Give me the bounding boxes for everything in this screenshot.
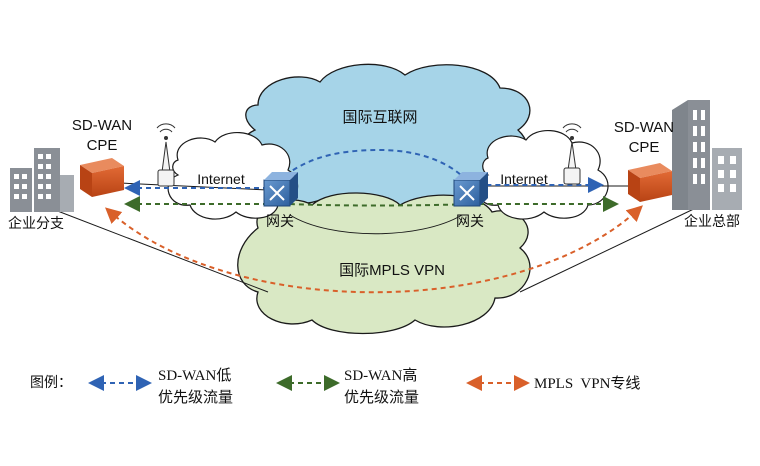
right-gateway-router-icon [453, 172, 488, 207]
left-gateway-router-icon [263, 172, 298, 207]
right-gateway-label: 网关 [456, 213, 484, 229]
mpls-global-label: 国际MPLS VPN [339, 262, 445, 279]
high-priority-path [124, 196, 619, 212]
branch-to-mpls-link [54, 209, 269, 293]
branch-cpe-label-line2: CPE [87, 137, 118, 154]
branch-building-icon [10, 148, 74, 212]
legend: 图例： SD-WAN低 优先级流量 SD-WAN高 优先级流量 MPLS VPN… [30, 367, 640, 406]
hq-building-icon [672, 100, 742, 210]
hq-antenna-icon [562, 123, 582, 185]
legend-high-priority-line1: SD-WAN高 [344, 367, 417, 384]
hq-to-mpls-link [519, 205, 701, 293]
internet-global-label: 国际互联网 [342, 109, 417, 126]
hq-cpe-router-icon [628, 163, 672, 202]
low-priority-path [124, 148, 604, 196]
legend-title: 图例： [30, 374, 72, 390]
hq-cpe-label-line1: SD-WAN [614, 119, 674, 136]
branch-cpe-label-line1: SD-WAN [72, 117, 132, 134]
branch-cpe-router-icon [80, 158, 124, 197]
legend-low-priority-line2: 优先级流量 [158, 389, 233, 406]
branch-name-label: 企业分支 [8, 215, 64, 231]
branch-antenna-icon [156, 123, 176, 187]
internet-left-label: Internet [197, 171, 245, 187]
hq-name-label: 企业总部 [684, 213, 740, 229]
mpls-vpn-path [105, 205, 643, 294]
legend-high-priority-line2: 优先级流量 [344, 389, 419, 406]
legend-mpls-line1: MPLS VPN专线 [534, 375, 640, 392]
legend-low-priority-line1: SD-WAN低 [158, 367, 231, 384]
internet-right-label: Internet [500, 171, 548, 187]
left-gateway-label: 网关 [266, 213, 294, 229]
hq-cpe-label-line2: CPE [629, 139, 660, 156]
